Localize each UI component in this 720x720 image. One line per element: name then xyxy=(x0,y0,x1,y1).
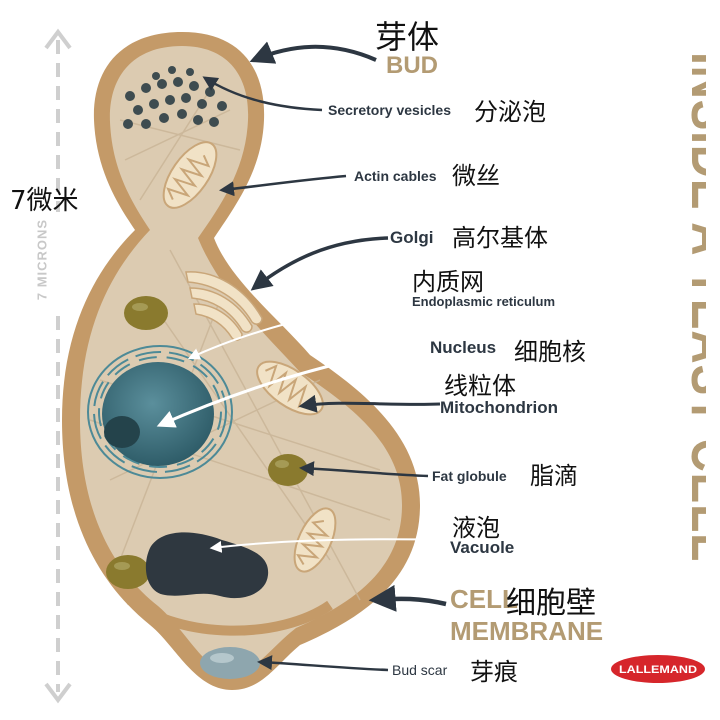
bud-scar xyxy=(200,647,260,679)
mitochondrion-zh-label: 线粒体 xyxy=(444,372,516,400)
vacuole-zh-label: 液泡 xyxy=(452,514,500,542)
actin-cables-zh-label: 微丝 xyxy=(452,162,500,190)
er-zh-label: 内质网 xyxy=(412,268,484,296)
golgi-zh-label: 高尔基体 xyxy=(452,224,548,252)
page-title: INSIDE A YEAST CELL xyxy=(626,47,720,567)
mitochondrion-label: Mitochondrion xyxy=(440,398,559,417)
cell-membrane-label-2: MEMBRANE xyxy=(450,616,604,646)
secretory-vesicles xyxy=(123,66,227,129)
endoplasmic-reticulum xyxy=(87,345,233,479)
cell-membrane-label-1: CELL xyxy=(450,584,518,614)
nucleus-zh-label: 细胞核 xyxy=(514,338,586,366)
golgi-label: Golgi xyxy=(390,228,434,247)
fat-globule-zh-label: 脂滴 xyxy=(530,462,578,490)
cell-membrane-zh-label: 细胞壁 xyxy=(506,586,596,621)
er-label: Endoplasmic reticulum xyxy=(412,294,556,309)
scale-zh-label: 7微米 xyxy=(10,186,79,216)
actin-cables-label: Actin cables xyxy=(354,168,437,184)
nucleus-label: Nucleus xyxy=(430,338,497,357)
page-title-text: INSIDE A YEAST CELL xyxy=(680,52,706,562)
scale-label: 7 MICRONS xyxy=(34,218,50,301)
fat-globules xyxy=(106,296,308,589)
vacuole xyxy=(145,532,269,599)
scale-bar xyxy=(44,28,72,704)
secretory-vesicles-zh-label: 分泌泡 xyxy=(474,98,546,126)
nucleus xyxy=(102,362,214,466)
bud-scar-zh-label: 芽痕 xyxy=(470,658,518,686)
fat-globule-label: Fat globule xyxy=(432,468,507,484)
brand-text: LALLEMAND xyxy=(619,664,697,676)
vacuole-label: Vacuole xyxy=(450,538,515,557)
golgi xyxy=(185,271,263,341)
secretory-vesicles-label: Secretory vesicles xyxy=(328,102,451,118)
mitochondrion-bud xyxy=(162,141,218,209)
bud-label: BUD xyxy=(386,52,438,79)
pointer-lines xyxy=(156,41,447,672)
bud-scar-label: Bud scar xyxy=(392,662,448,678)
brand-logo: LALLEMAND xyxy=(610,654,706,684)
bud-zh-label: 芽体 xyxy=(375,18,440,56)
